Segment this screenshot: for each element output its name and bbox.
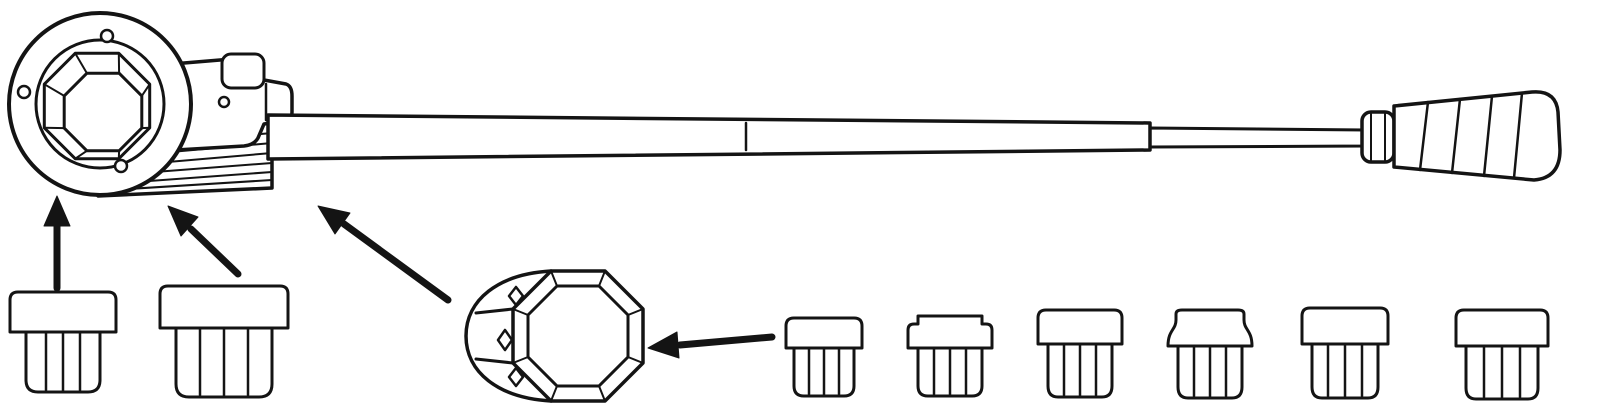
die-cap bbox=[906, 314, 994, 350]
ratchet-threader-tool bbox=[7, 11, 1562, 198]
screw-hole bbox=[99, 28, 115, 44]
handle-main-bar bbox=[266, 113, 1152, 161]
die-3 bbox=[1036, 308, 1124, 399]
grip bbox=[1392, 90, 1562, 182]
die-1 bbox=[784, 316, 864, 398]
grip-segment-line bbox=[1512, 91, 1524, 180]
die-cap bbox=[1166, 308, 1254, 348]
arrow-to-die-stock-head bbox=[43, 195, 71, 292]
head-inner-rim bbox=[34, 38, 166, 170]
die-cap bbox=[1300, 306, 1390, 346]
die-row bbox=[784, 306, 1550, 401]
grip-segment-line bbox=[1482, 94, 1494, 178]
pivot-pin bbox=[217, 95, 231, 109]
ferrule bbox=[1360, 110, 1396, 164]
die-4 bbox=[1166, 308, 1254, 400]
adapter-edge-line bbox=[474, 307, 515, 315]
handle-extension bbox=[1148, 126, 1368, 149]
die-6 bbox=[1454, 308, 1550, 401]
die-cap bbox=[158, 284, 290, 330]
head-opening-octagon bbox=[42, 51, 152, 161]
small-die-1 bbox=[8, 290, 118, 394]
ink-layer bbox=[7, 11, 1562, 403]
arrow-to-handle-socket bbox=[317, 205, 452, 304]
diamond-mark bbox=[507, 366, 525, 388]
die-cap bbox=[1454, 308, 1550, 348]
die-5 bbox=[1300, 306, 1390, 400]
arrow-to-ratchet-assembly bbox=[167, 205, 242, 278]
adapter-front-octagon bbox=[511, 269, 645, 403]
ratchet-assembly bbox=[170, 52, 294, 152]
pointer-arrows bbox=[43, 195, 776, 359]
diamond-mark bbox=[496, 328, 514, 352]
grip-segment-line bbox=[1418, 100, 1430, 172]
diamond-mark bbox=[507, 285, 525, 307]
arrow-dies-to-die-head bbox=[647, 331, 776, 359]
handle-bar bbox=[266, 110, 1396, 164]
octagonal-die-head-adapter bbox=[464, 269, 645, 403]
die-cap bbox=[8, 290, 118, 334]
die-cap bbox=[1036, 308, 1124, 346]
grip-segment-line bbox=[1450, 97, 1462, 175]
adapter-bevel-lines bbox=[512, 270, 644, 402]
pawl-knob bbox=[220, 52, 266, 90]
head-bevel-lines bbox=[43, 52, 151, 160]
die-stock-head bbox=[7, 11, 193, 197]
screw-hole bbox=[113, 158, 129, 174]
adapter-edge-line bbox=[474, 357, 515, 365]
small-die-2 bbox=[158, 284, 290, 399]
die-cap bbox=[784, 316, 864, 350]
die-2 bbox=[906, 314, 994, 398]
screw-hole bbox=[16, 84, 32, 100]
